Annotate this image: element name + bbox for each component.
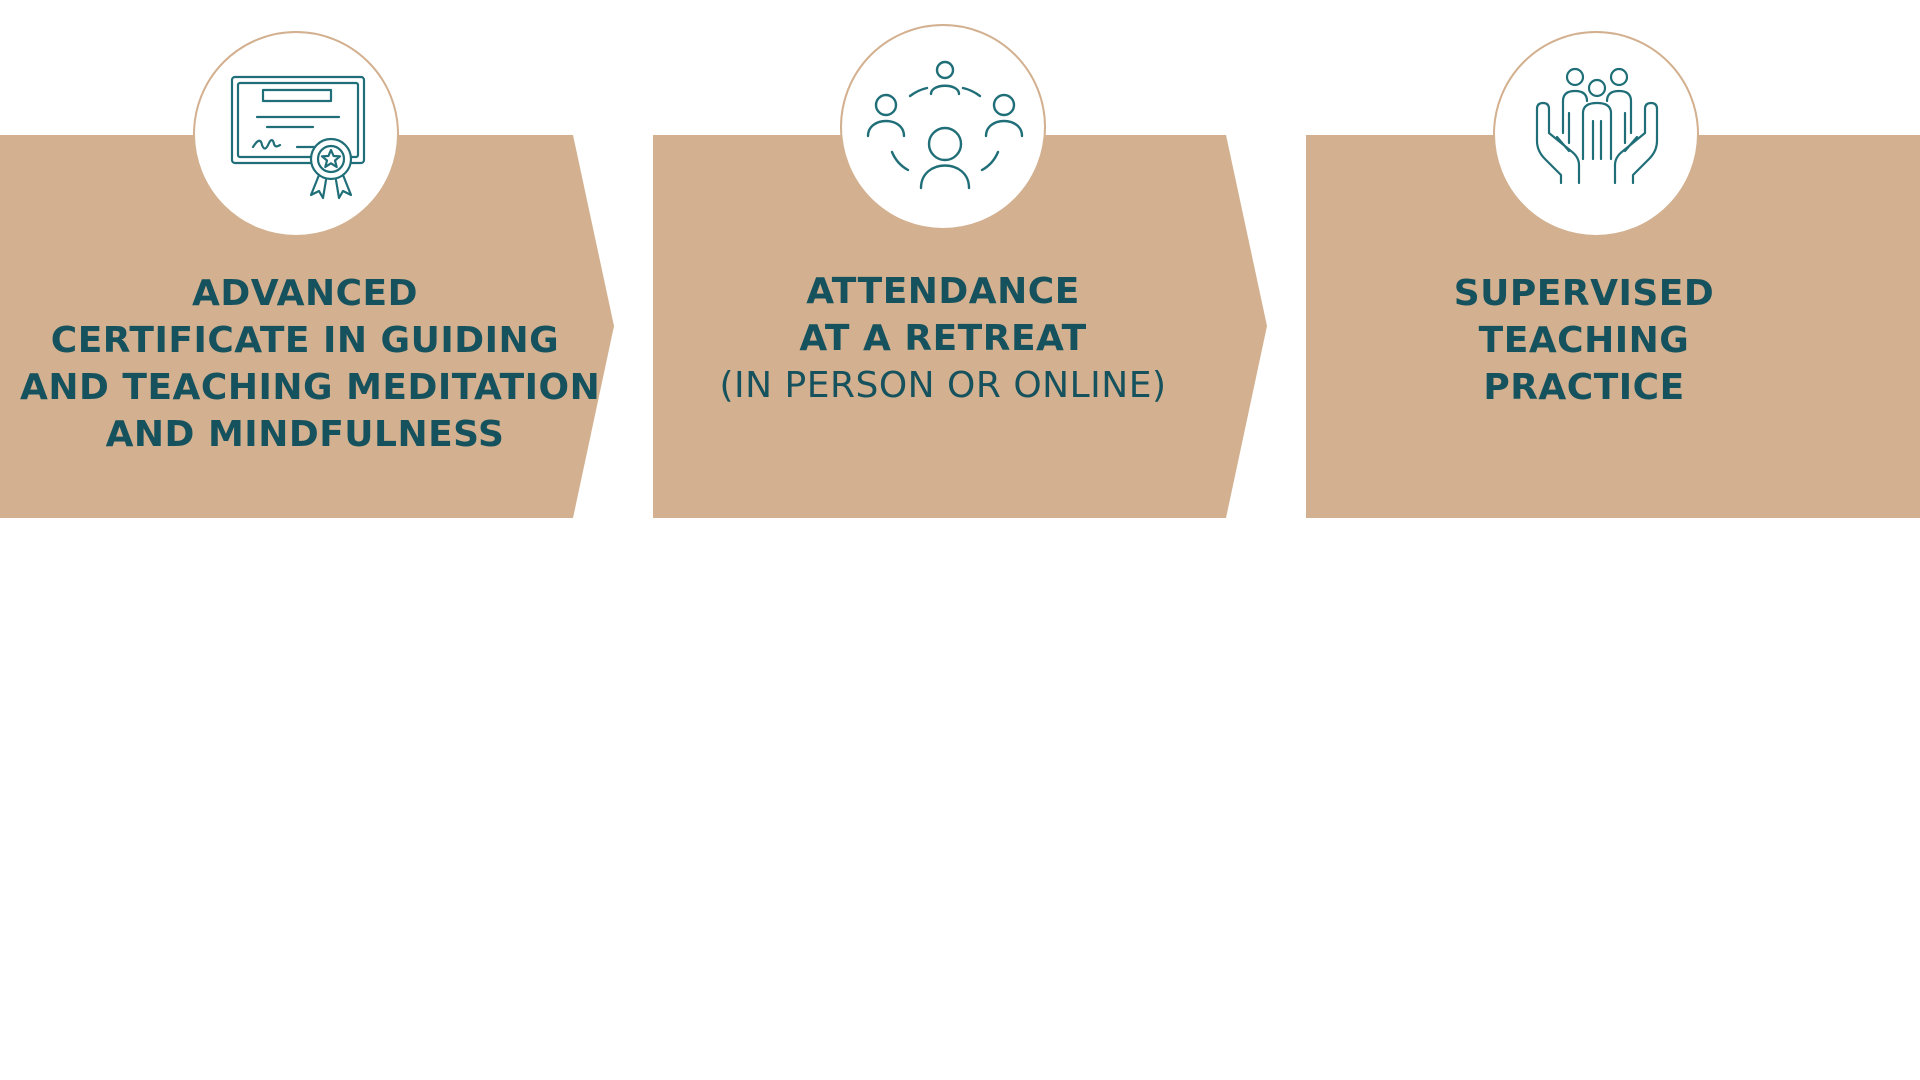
step-2-line-1: ATTENDANCE xyxy=(806,271,1080,312)
step-2-icon-circle xyxy=(840,24,1046,230)
step-3-line-3: PRACTICE xyxy=(1483,367,1685,408)
step-3-line-1: SUPERVISED xyxy=(1453,273,1715,314)
step-3-line-2: TEACHING xyxy=(1478,320,1690,361)
hands-people-icon xyxy=(1535,67,1659,185)
step-2-line-2: AT A RETREAT xyxy=(799,318,1087,359)
step-2-subline: (IN PERSON OR ONLINE) xyxy=(719,365,1167,406)
step-1-line-2: CERTIFICATE IN GUIDING xyxy=(50,320,560,361)
step-1-arrow xyxy=(0,135,616,518)
group-circle-icon xyxy=(866,60,1024,190)
step-2-label: ATTENDANCE AT A RETREAT (IN PERSON OR ON… xyxy=(673,268,1213,409)
step-1-icon-circle xyxy=(193,31,399,237)
step-3-icon-circle xyxy=(1493,31,1699,237)
step-1-line-1: ADVANCED xyxy=(191,273,419,314)
step-1-label: ADVANCED CERTIFICATE IN GUIDING AND TEAC… xyxy=(20,270,601,458)
certificate-icon xyxy=(230,75,366,200)
step-1-line-3: AND TEACHING MEDITATION xyxy=(20,367,601,408)
step-2-arrow xyxy=(653,135,1269,518)
step-3-label: SUPERVISED TEACHING PRACTICE xyxy=(1346,270,1822,411)
step-1-line-4: AND MINDFULNESS xyxy=(105,414,505,455)
